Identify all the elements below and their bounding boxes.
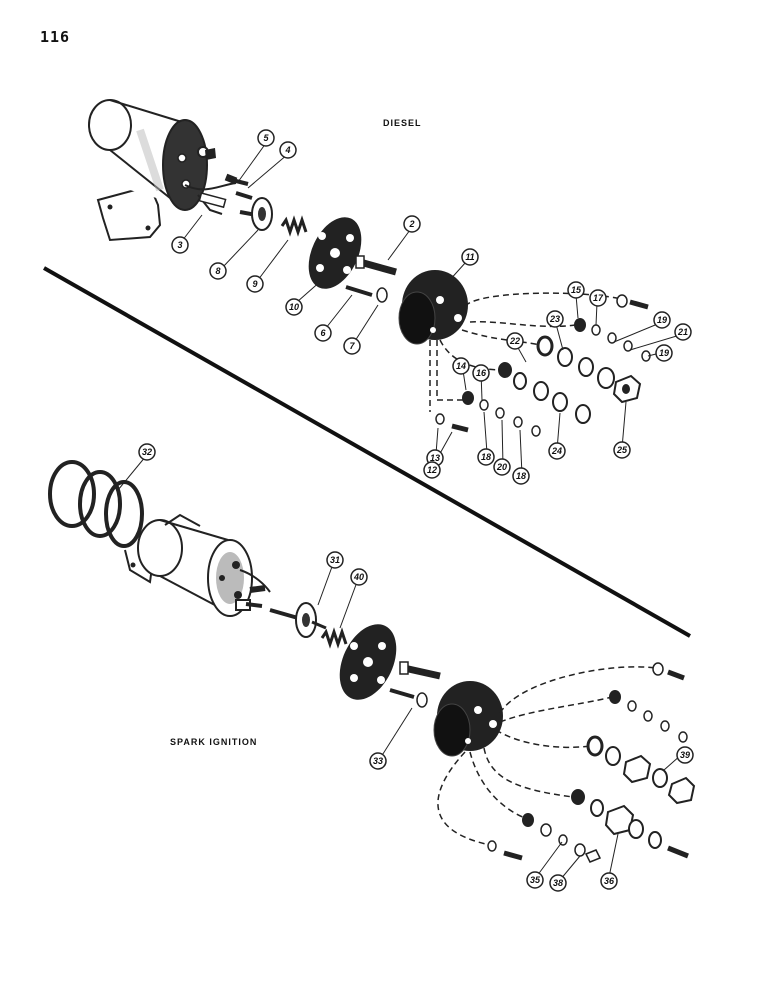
spark-ignition-leader-lines (117, 455, 682, 881)
callout-number: 16 (476, 368, 487, 378)
callout-bubble: 3 (171, 236, 189, 254)
callout-number: 4 (284, 145, 290, 155)
diesel-contact-disc (308, 217, 362, 289)
callout-number: 33 (373, 756, 383, 766)
callout-bubble: 24 (548, 442, 566, 460)
callout-bubble: 21 (674, 323, 692, 341)
callout-number: 24 (551, 446, 562, 456)
callout-number: 20 (496, 462, 507, 472)
callout-number: 32 (142, 447, 152, 457)
callout-bubble: 2 (403, 215, 421, 233)
page-number: 116 (40, 28, 71, 46)
callout-bubble: 20 (493, 458, 511, 476)
callout-number: 31 (330, 555, 340, 565)
callout-number: 12 (427, 465, 437, 475)
callout-bubble: 5 (257, 129, 275, 147)
callout-number: 10 (289, 302, 299, 312)
callout-bubble: 40 (350, 568, 368, 586)
callout-bubble: 19 (655, 344, 673, 362)
diesel-screws (345, 255, 397, 303)
callout-number: 19 (659, 348, 669, 358)
callout-number: 22 (509, 336, 520, 346)
spark-ignition-cap (433, 681, 503, 757)
diesel-terminal-screws (224, 173, 253, 200)
callout-number: 8 (215, 266, 220, 276)
callout-bubble: 36 (600, 872, 618, 890)
spark-ignition-boot-rings (48, 460, 144, 548)
diesel-solenoid-body (88, 99, 237, 242)
callout-number: 6 (320, 328, 326, 338)
callout-number: 19 (657, 315, 667, 325)
callout-number: 39 (680, 750, 690, 760)
spark-ignition-callouts: 32 31 40 33 39 35 38 36 (138, 443, 694, 892)
callout-number: 7 (349, 341, 355, 351)
callout-bubble: 38 (549, 874, 567, 892)
callout-bubble: 18 (512, 467, 530, 485)
callout-bubble: 14 (452, 357, 470, 375)
diesel-section-heading: DIESEL (383, 118, 422, 128)
callout-bubble: 8 (209, 262, 227, 280)
callout-number: 2 (408, 219, 414, 229)
callout-number: 13 (430, 453, 440, 463)
callout-number: 18 (481, 452, 491, 462)
spark-ignition-plunger (269, 602, 327, 638)
callout-bubble: 18 (477, 448, 495, 466)
callout-bubble: 35 (526, 871, 544, 889)
callout-bubble: 4 (279, 141, 297, 159)
callout-bubble: 32 (138, 443, 156, 461)
callout-number: 23 (549, 314, 560, 324)
callout-number: 17 (593, 293, 604, 303)
callout-number: 40 (353, 572, 364, 582)
callout-bubble: 12 (423, 461, 441, 479)
diesel-plunger (239, 197, 273, 231)
callout-number: 11 (465, 252, 474, 262)
callout-bubble: 10 (285, 298, 303, 316)
callout-bubble: 9 (246, 275, 264, 293)
spark-ignition-hardware-rows (437, 662, 696, 863)
callout-bubble: 19 (653, 311, 671, 329)
callout-number: 25 (616, 445, 628, 455)
spark-ignition-contact-disc (339, 624, 397, 700)
callout-bubble: 15 (567, 281, 585, 299)
diesel-leader-lines (181, 142, 681, 476)
diesel-callouts: 5 4 3 8 9 2 11 10 6 7 15 17 23 19 21 22 … (171, 129, 692, 485)
spark-ignition-solenoid-body (124, 513, 271, 617)
diesel-cap (398, 270, 468, 345)
section-divider-line (43, 266, 691, 638)
callout-number: 14 (456, 361, 466, 371)
callout-number: 18 (516, 471, 526, 481)
spark-ignition-section-heading: SPARK IGNITION (170, 737, 258, 747)
callout-number: 36 (604, 876, 615, 886)
callout-bubble: 7 (343, 337, 361, 355)
callout-bubble: 17 (589, 289, 607, 307)
diesel-spring (280, 215, 308, 237)
spark-ignition-screws (389, 661, 441, 708)
callout-bubble: 25 (613, 441, 631, 459)
callout-bubble: 23 (546, 310, 564, 328)
callout-bubble: 22 (506, 332, 524, 350)
callout-number: 35 (530, 875, 541, 885)
callout-number: 21 (677, 327, 688, 337)
callout-bubble: 33 (369, 752, 387, 770)
spark-ignition-spring (320, 627, 348, 649)
callout-bubble: 39 (676, 746, 694, 764)
callout-number: 38 (553, 878, 563, 888)
callout-number: 5 (263, 133, 269, 143)
callout-number: 3 (177, 240, 182, 250)
callout-bubble: 16 (472, 364, 490, 382)
callout-bubble: 31 (326, 551, 344, 569)
callout-number: 9 (252, 279, 257, 289)
callout-bubble: 11 (461, 248, 479, 266)
callout-bubble: 6 (314, 324, 332, 342)
callout-number: 15 (571, 285, 582, 295)
